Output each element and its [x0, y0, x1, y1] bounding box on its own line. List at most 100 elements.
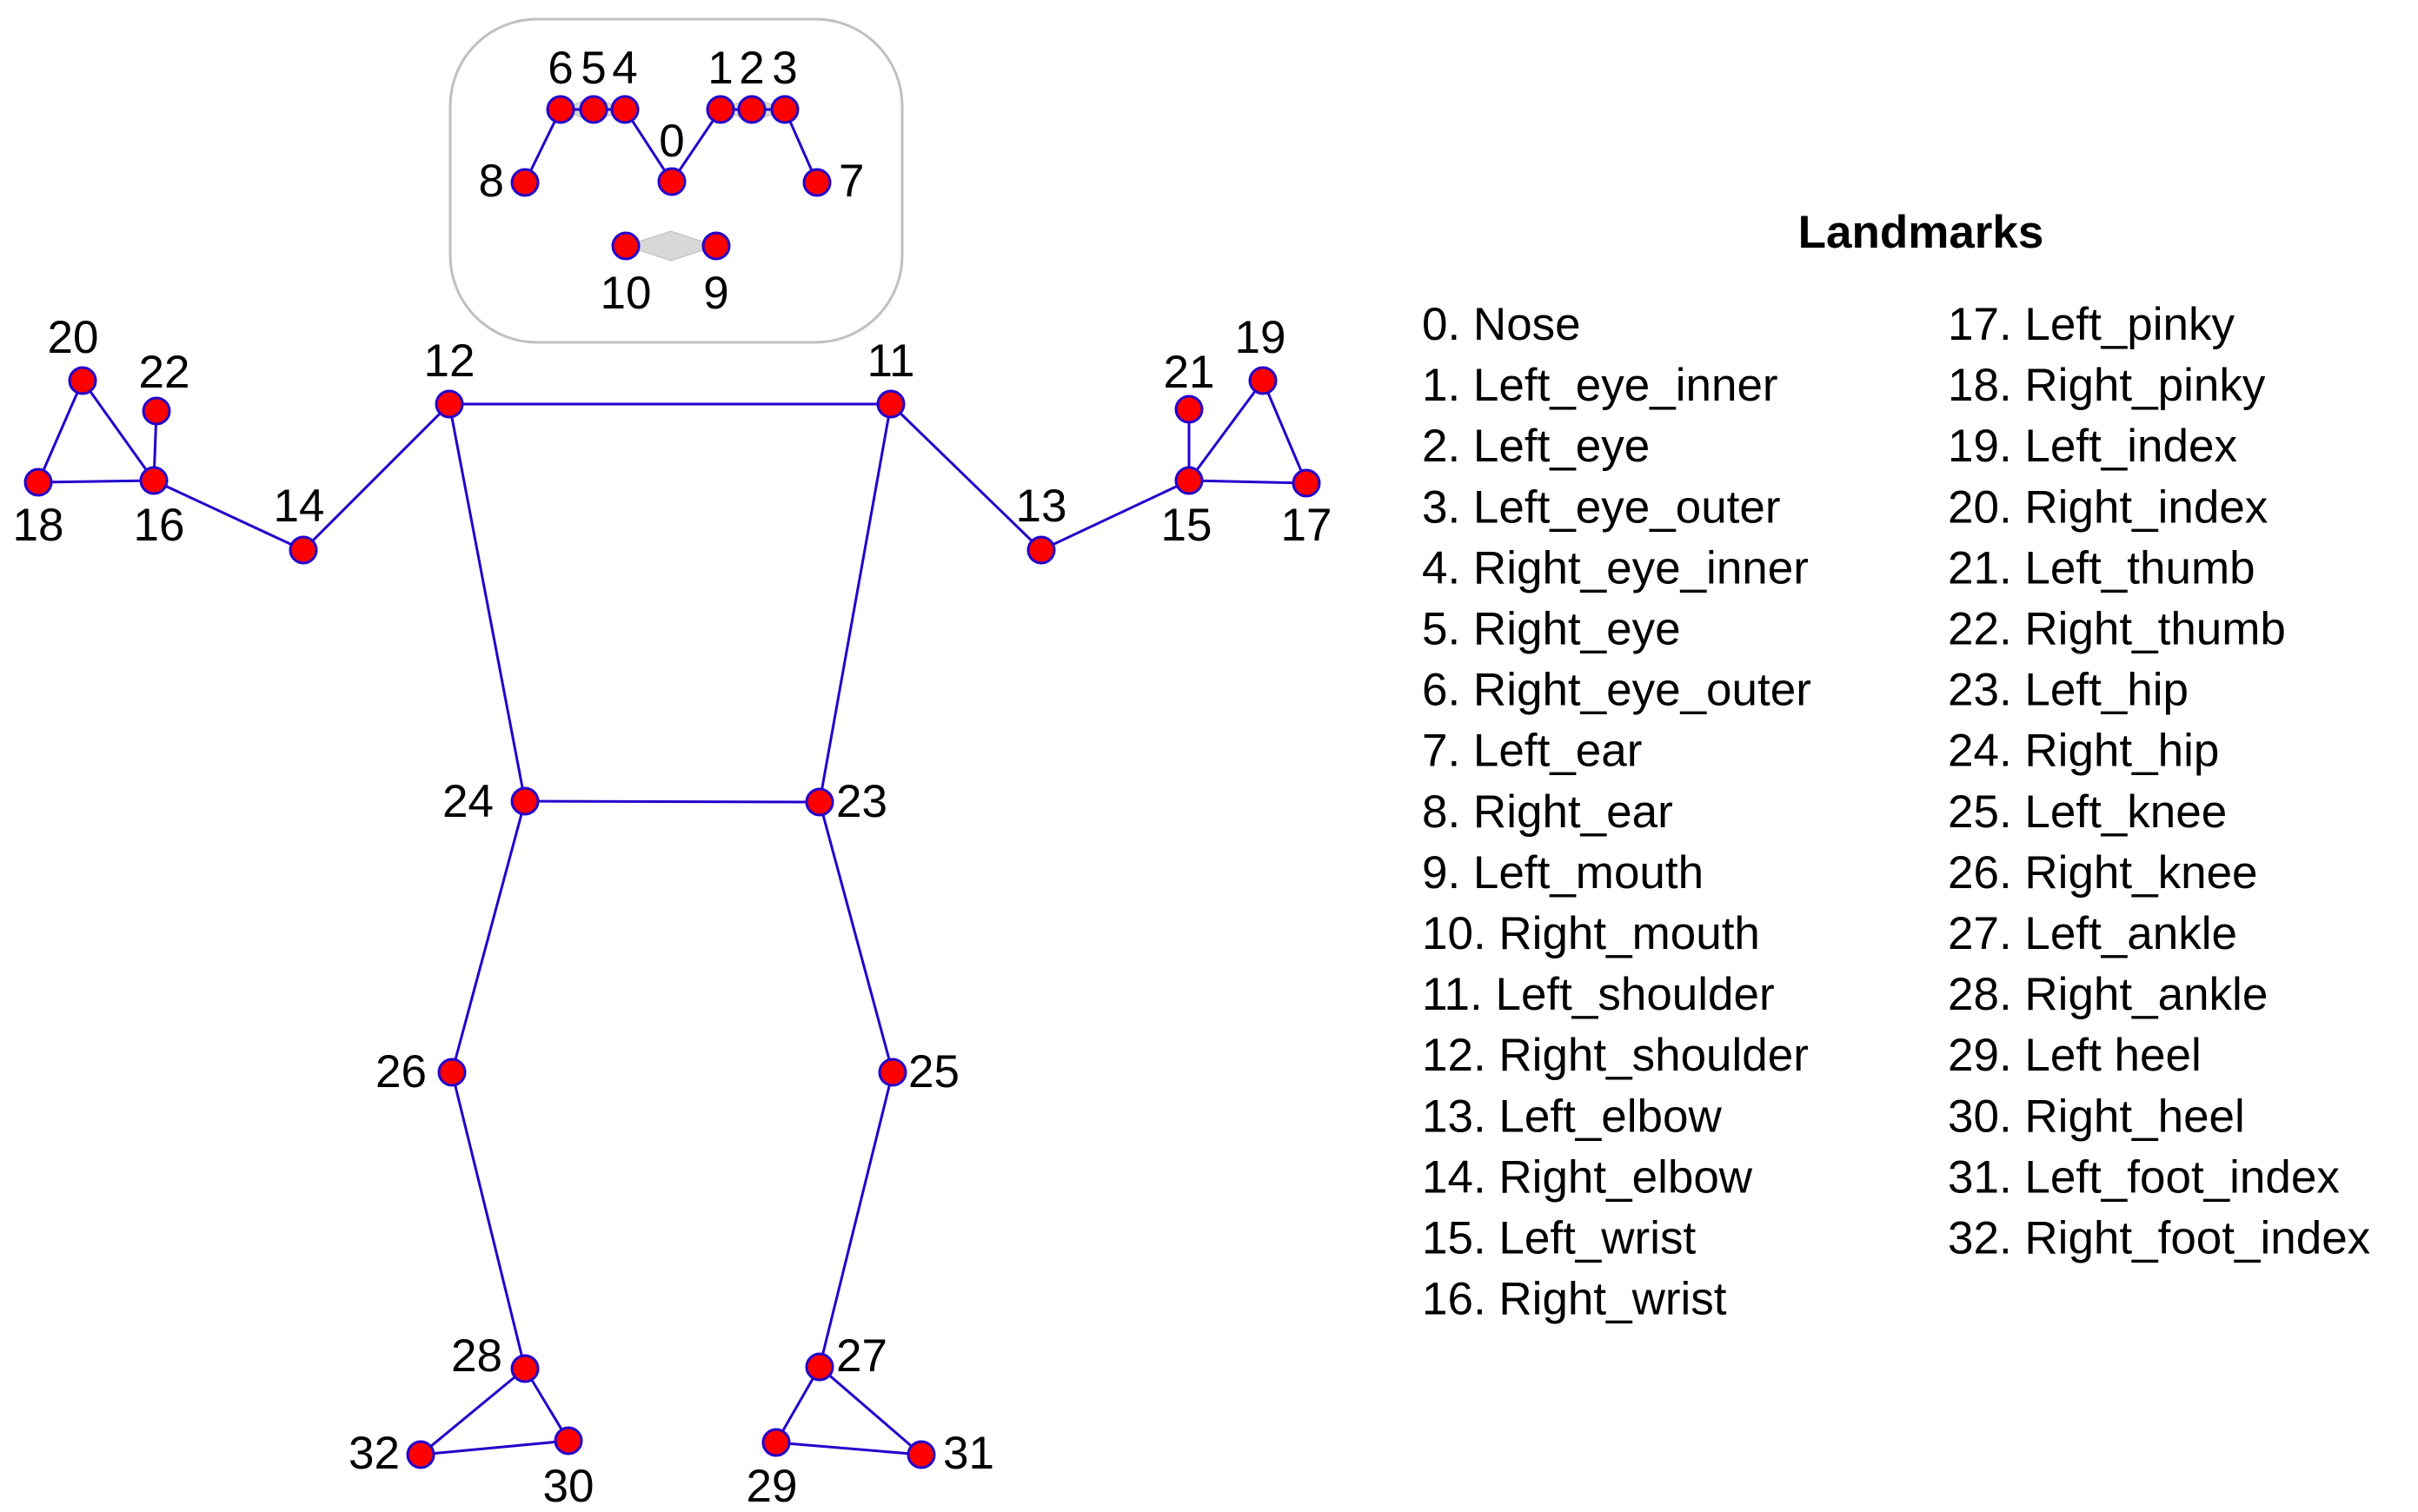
landmark-node-16: [139, 466, 169, 495]
edge-31-27: [819, 1365, 922, 1456]
edge-27-29: [774, 1366, 821, 1443]
landmark-node-12: [435, 389, 464, 419]
landmark-number-30: 30: [543, 1461, 595, 1512]
edge-12-14: [302, 402, 451, 552]
landmark-node-21: [1174, 395, 1204, 424]
landmark-number-20: 20: [48, 312, 99, 363]
edge-11-13: [889, 402, 1043, 552]
landmark-number-2: 2: [739, 43, 764, 94]
legend-item: 21. Left_thumb: [1948, 542, 2255, 594]
legend-item: 13. Left_elbow: [1422, 1091, 1722, 1142]
landmark-number-3: 3: [772, 43, 797, 94]
legend-item: 8. Right_ear: [1422, 786, 1673, 838]
landmark-number-16: 16: [134, 500, 185, 551]
legend-item: 10. Right_mouth: [1422, 908, 1760, 959]
legend-title: Landmarks: [1798, 207, 2044, 258]
landmark-node-25: [878, 1058, 907, 1087]
landmark-number-13: 13: [1016, 481, 1067, 532]
legend-item: 3. Left_eye_outer: [1422, 481, 1781, 533]
legend-item: 22. Right_thumb: [1948, 604, 2286, 655]
landmark-node-26: [437, 1058, 467, 1087]
landmark-number-32: 32: [349, 1428, 400, 1479]
legend-item: 2. Left_eye: [1422, 421, 1650, 472]
landmark-number-12: 12: [424, 335, 475, 387]
edge-29-31: [775, 1441, 922, 1456]
landmark-number-6: 6: [548, 43, 573, 94]
landmark-number-21: 21: [1164, 347, 1215, 398]
legend-item: 23. Left_hip: [1948, 665, 2189, 716]
edge-12-24: [448, 403, 527, 802]
legend-item: 25. Left_knee: [1948, 786, 2227, 838]
landmark-number-10: 10: [601, 268, 652, 319]
legend-item: 30. Right_heel: [1948, 1091, 2245, 1142]
legend-item: 1. Left_eye_inner: [1422, 360, 1778, 411]
landmark-node-13: [1026, 535, 1056, 565]
landmark-node-15: [1174, 466, 1204, 495]
landmark-node-6: [546, 95, 575, 124]
landmark-number-23: 23: [836, 776, 887, 827]
edge-32-30: [420, 1439, 569, 1456]
landmark-node-27: [805, 1352, 834, 1382]
edge-18-20: [37, 380, 84, 483]
landmark-number-7: 7: [839, 156, 864, 207]
landmark-number-5: 5: [581, 43, 606, 94]
landmark-node-22: [142, 396, 171, 426]
landmark-node-11: [876, 389, 906, 419]
landmark-node-28: [510, 1354, 540, 1383]
legend-item: 6. Right_eye_outer: [1422, 665, 1811, 716]
landmark-node-32: [406, 1440, 435, 1469]
edge-13-15: [1040, 479, 1190, 552]
landmark-node-17: [1292, 468, 1321, 498]
landmark-node-10: [611, 231, 641, 261]
legend-item: 5. Right_eye: [1422, 604, 1681, 655]
landmark-number-29: 29: [747, 1461, 798, 1512]
landmark-node-14: [289, 535, 318, 565]
legend-item: 16. Right_wrist: [1422, 1274, 1727, 1325]
skeleton-edges: [37, 108, 1308, 1456]
face-box: [448, 17, 904, 344]
edge-19-15: [1187, 380, 1265, 481]
landmark-node-24: [510, 786, 540, 816]
edge-15-17: [1188, 479, 1307, 485]
landmark-number-15: 15: [1161, 500, 1212, 551]
landmark-number-24: 24: [442, 776, 494, 827]
edge-25-27: [818, 1071, 894, 1368]
landmark-node-4: [610, 95, 640, 124]
legend-item: 20. Right_index: [1948, 481, 2268, 533]
landmark-number-8: 8: [479, 156, 504, 207]
edge-24-26: [450, 800, 527, 1073]
landmark-number-25: 25: [908, 1046, 960, 1098]
landmark-node-20: [68, 366, 97, 395]
landmark-node-8: [510, 168, 540, 197]
landmark-number-31: 31: [943, 1428, 994, 1479]
landmark-node-18: [23, 468, 53, 497]
landmark-node-9: [701, 231, 731, 261]
legend-item: 19. Left_index: [1948, 421, 2237, 472]
legend-item: 15. Left_wrist: [1422, 1213, 1696, 1264]
landmark-number-28: 28: [451, 1330, 502, 1382]
landmark-number-4: 4: [612, 43, 637, 94]
edge-11-23: [818, 403, 893, 803]
edge-26-28: [450, 1071, 527, 1369]
legend-item: 27. Left_ankle: [1948, 908, 2237, 959]
edge-14-16: [153, 479, 304, 552]
landmark-node-19: [1248, 366, 1278, 395]
legend-item: 26. Right_knee: [1948, 847, 2258, 899]
legend-item: 31. Left_foot_index: [1948, 1151, 2340, 1203]
landmark-node-7: [802, 168, 832, 197]
landmark-node-0: [657, 167, 687, 196]
legend-item: 14. Right_elbow: [1422, 1151, 1753, 1203]
landmark-node-1: [706, 95, 735, 124]
legend-item: 17. Left_pinky: [1948, 299, 2235, 350]
edge-23-25: [818, 801, 894, 1073]
legend-item: 24. Right_hip: [1948, 726, 2219, 777]
landmark-node-5: [579, 95, 608, 124]
legend-item: 32. Right_foot_index: [1948, 1213, 2370, 1264]
landmark-number-17: 17: [1281, 500, 1332, 551]
landmark-nodes: [23, 95, 1321, 1469]
landmark-number-14: 14: [274, 481, 325, 532]
legend-item: 28. Right_ankle: [1948, 969, 2268, 1020]
